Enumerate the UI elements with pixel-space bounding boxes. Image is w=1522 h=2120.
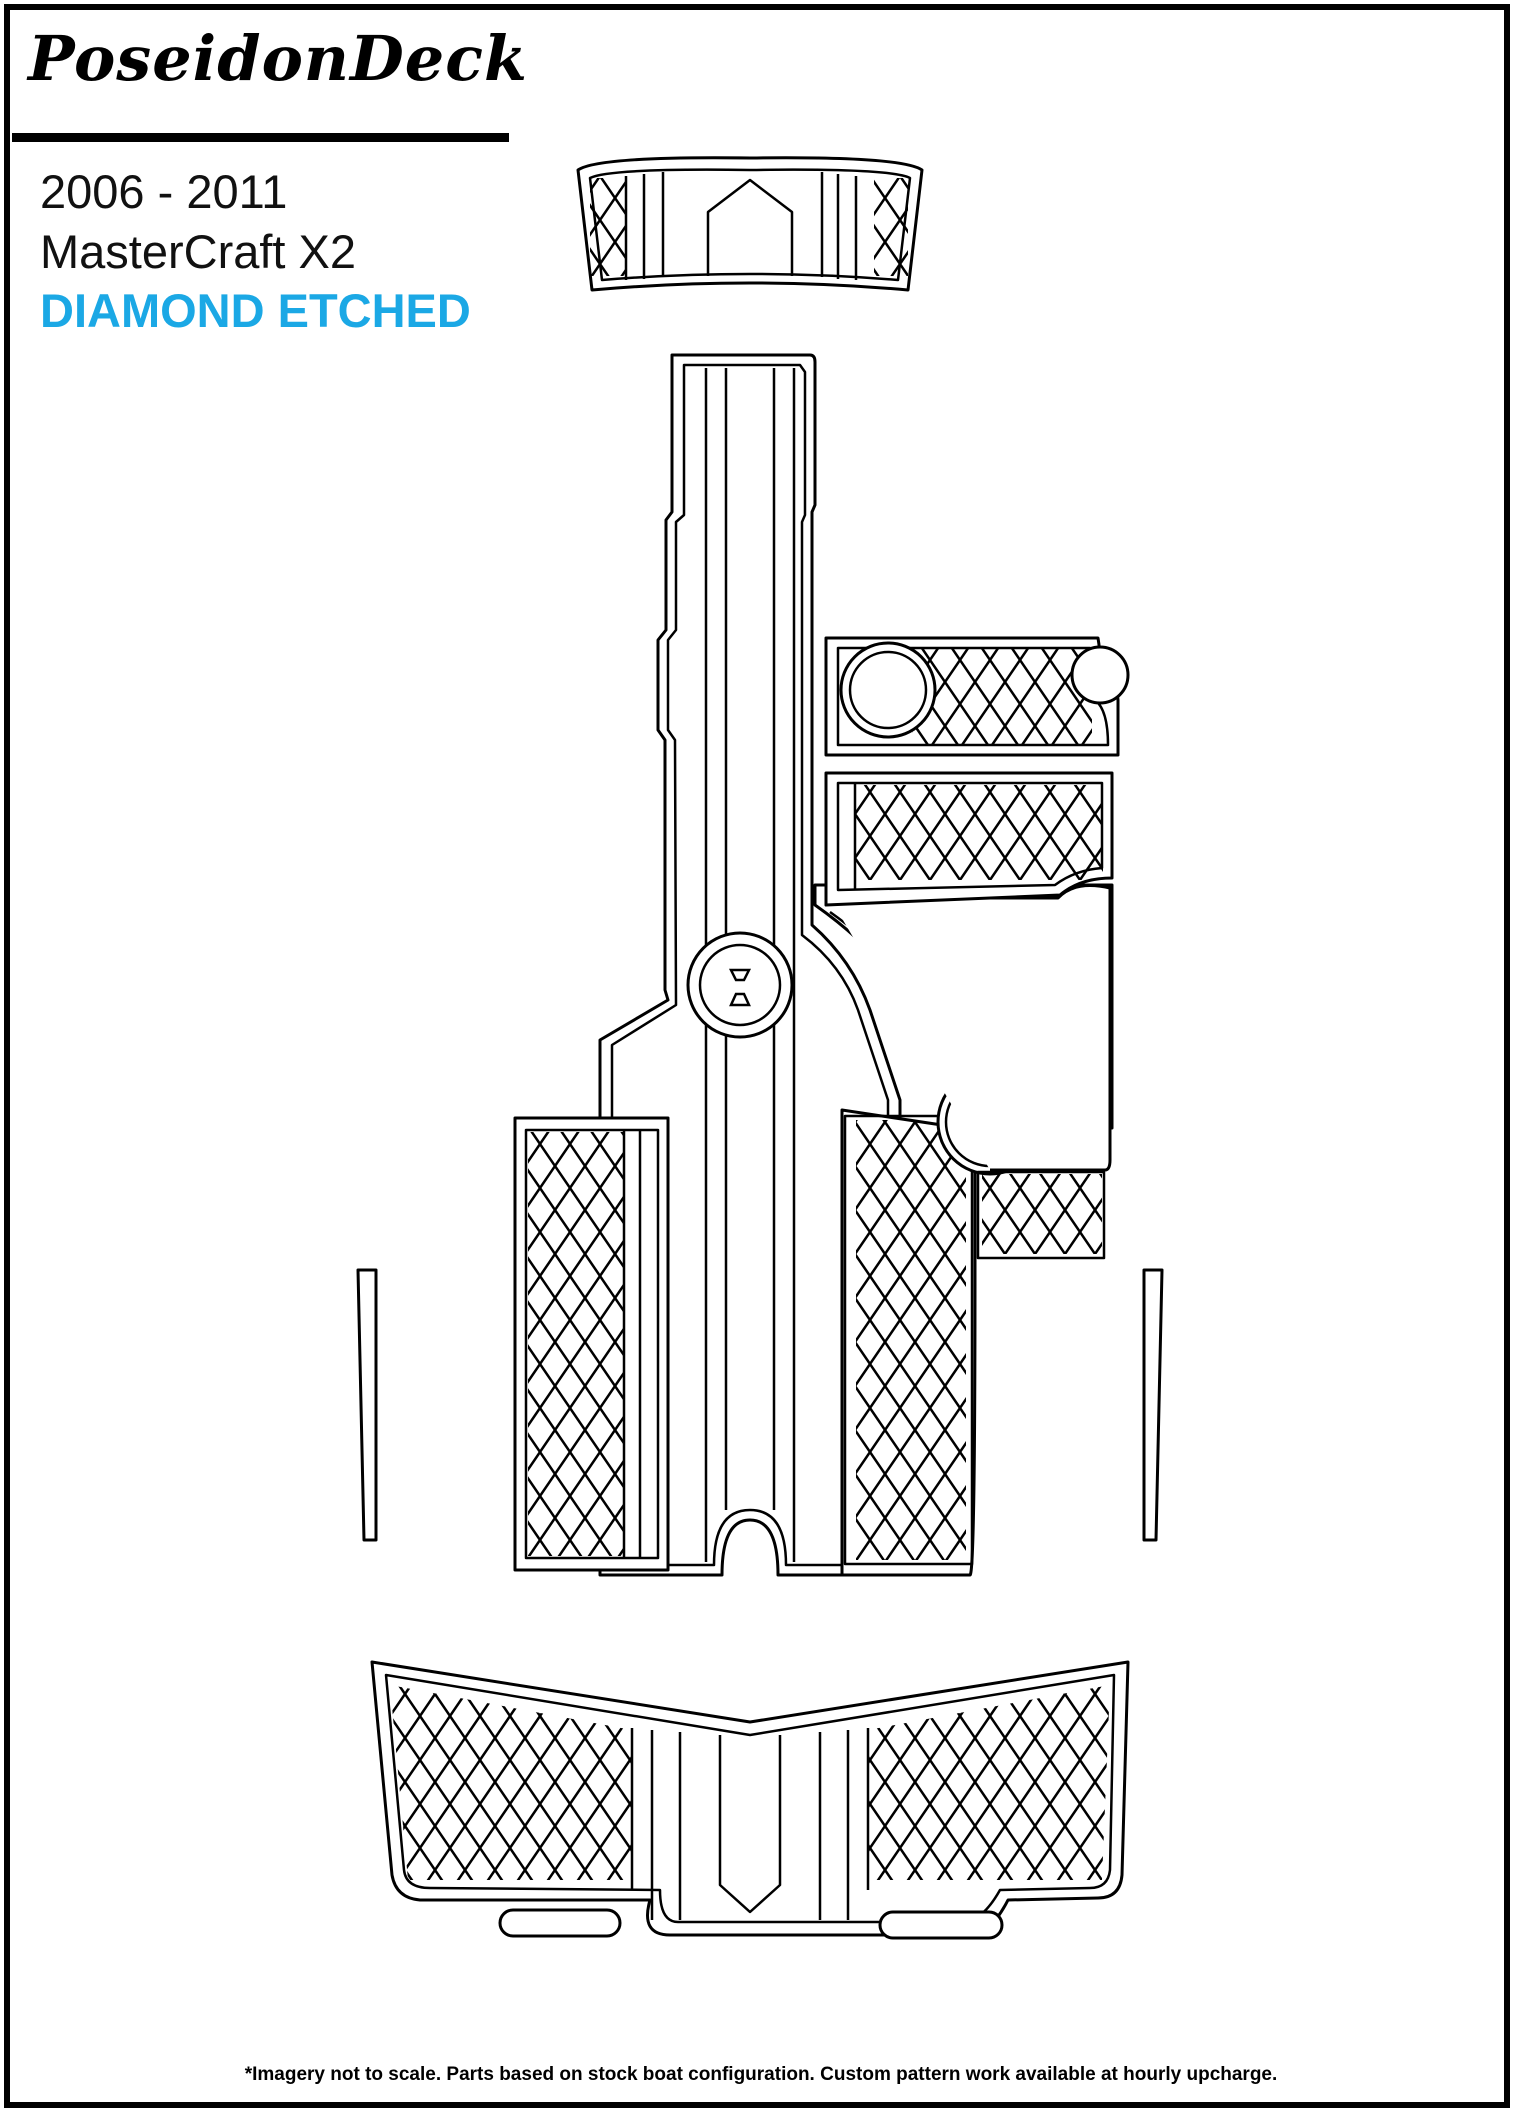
front-right-pad [824,636,1130,757]
left-floor-pad [513,1116,670,1572]
mid-right-pad [824,771,1114,907]
disclaimer-note: *Imagery not to scale. Parts based on st… [244,2064,1278,2085]
right-console-pad [813,883,1114,1577]
pattern-style-label: DIAMOND ETCHED [40,284,471,337]
model-name: MasterCraft X2 [40,225,357,278]
drain-fitting [686,931,794,1039]
brand-underline [12,133,509,142]
swim-step-pad [576,156,924,292]
swim-platform-pad [370,1660,1130,1940]
model-years: 2006 - 2011 [40,165,288,218]
brand-logo: PoseidonDeck [28,22,528,95]
right-side-strip [1142,1268,1164,1542]
left-side-strip [356,1268,378,1542]
